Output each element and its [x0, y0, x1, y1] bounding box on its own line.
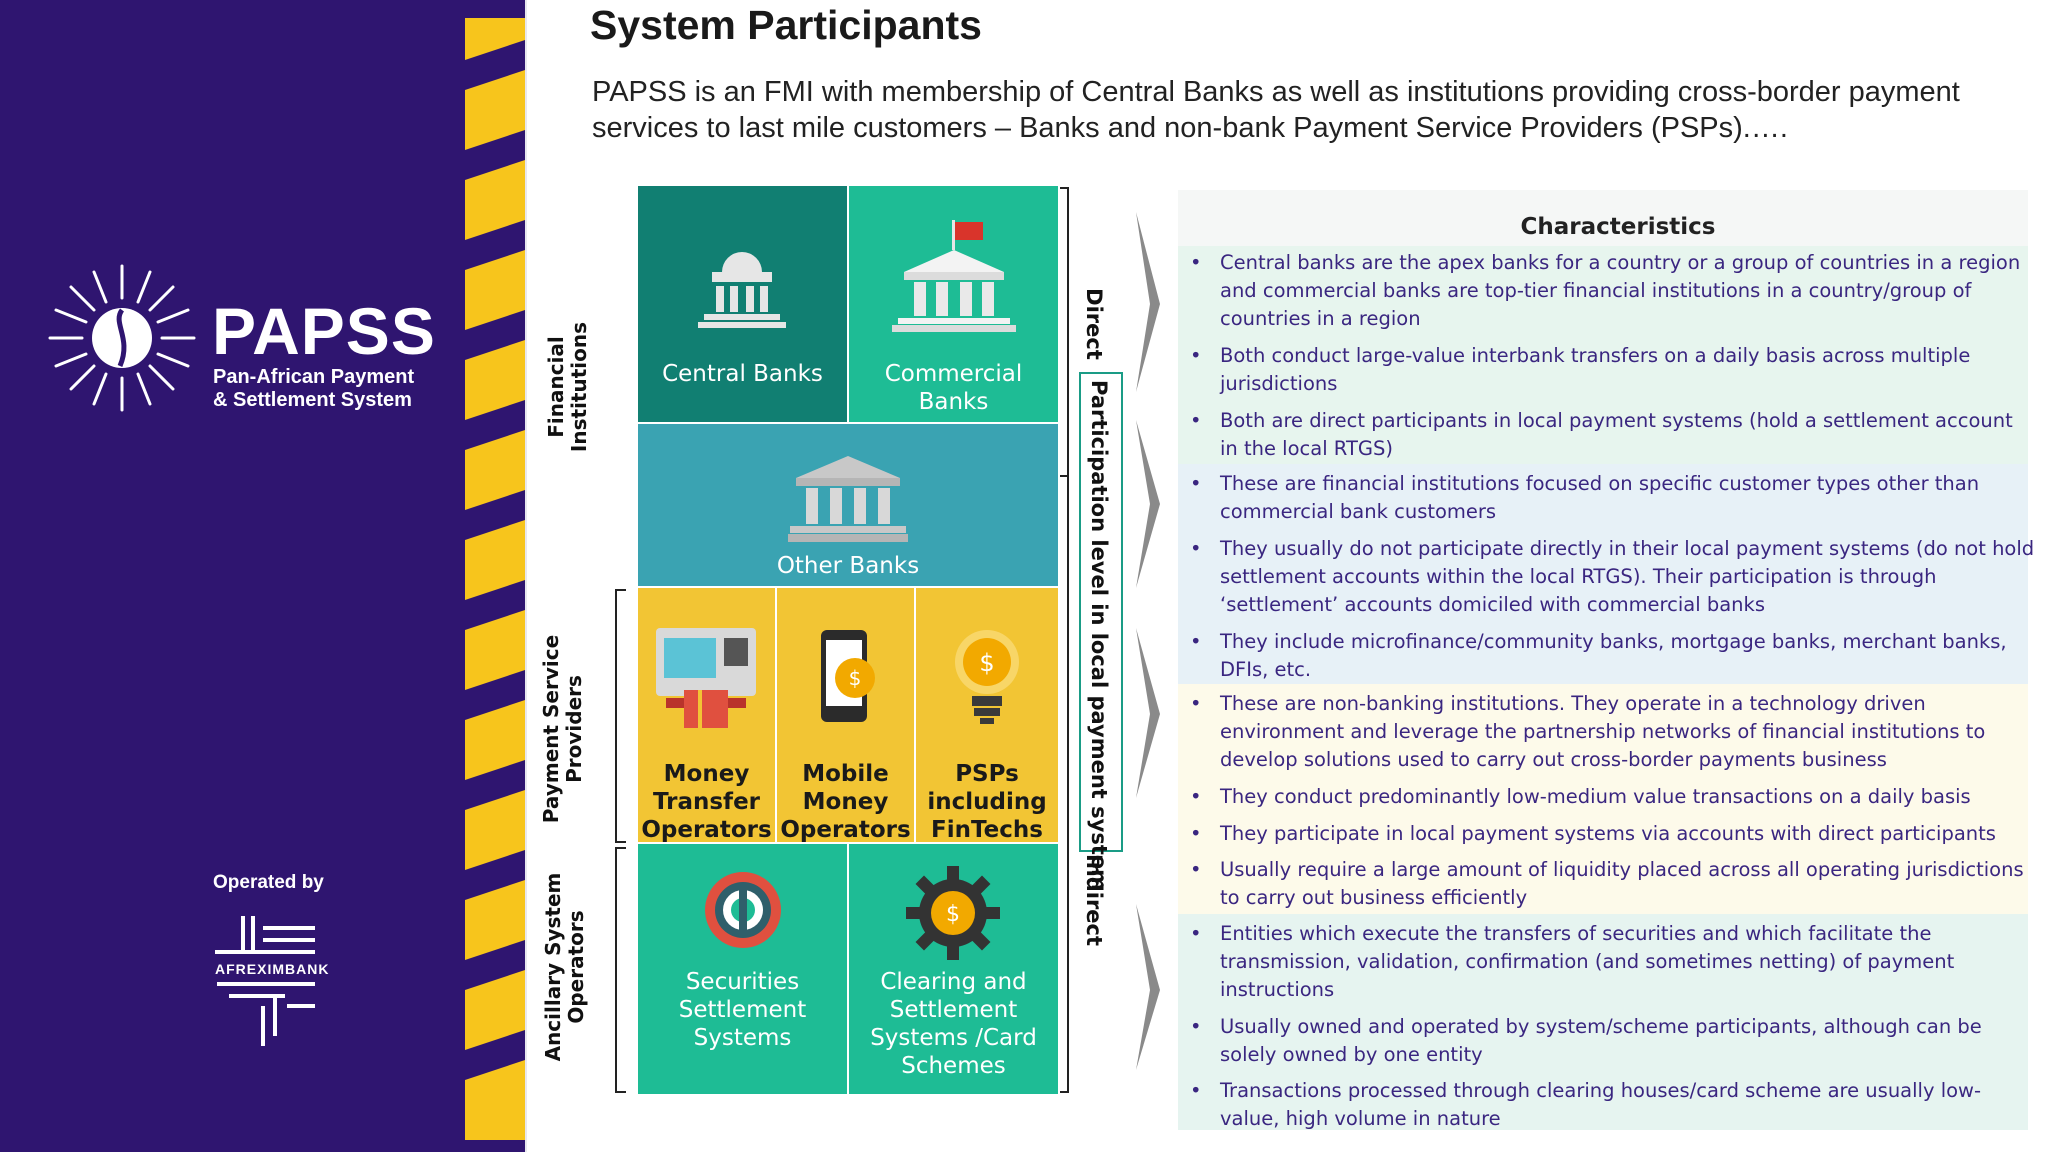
characteristic-bullet: •They participate in local payment syste… [1190, 822, 1996, 845]
arrow-chevrons [1136, 212, 1160, 1070]
mobile-money-operators-box: $ Mobile Money Operators [777, 588, 914, 843]
brand-subtitle-2: & Settlement System [213, 389, 412, 411]
other-banks-box: Other Banks [638, 424, 1058, 586]
page-title: System Participants [590, 2, 982, 48]
characteristics-title: Characteristics [1520, 214, 1716, 240]
characteristic-bullet: •Both conduct large-value interbank tran… [1190, 344, 1971, 395]
characteristic-bullet: •They usually do not participate directl… [1190, 537, 2035, 616]
characteristic-bullet: •Entities which execute the transfers of… [1190, 922, 1955, 1001]
participation-axis-box [1079, 372, 1123, 852]
brand-panel [0, 0, 525, 1152]
operator-name: AFREXIMBANK [213, 961, 332, 977]
fintech-bulb-icon: $ [955, 630, 1019, 724]
participation-indirect-label: Indirect [1082, 853, 1106, 947]
commercial-banks-box: Commercial Banks [849, 186, 1058, 422]
participation-direct-label: Direct [1082, 288, 1106, 360]
intro-text: PAPSS is an FMI with membership of Centr… [592, 76, 1960, 144]
group-label-ancillary-system-operators: Ancillary System Operators [541, 872, 588, 1062]
characteristic-bullet: •Central banks are the apex banks for a … [1190, 251, 2021, 330]
mobile-money-operators-label: Mobile Money Operators [780, 761, 911, 843]
other-bank-icon [788, 456, 908, 542]
brand-subtitle-1: Pan-African Payment [213, 366, 415, 388]
afreximbank-logo-icon [215, 916, 315, 1046]
decorative-stripes [465, 0, 525, 1152]
svg-text:$: $ [979, 649, 994, 677]
characteristics-band-2 [1178, 464, 2028, 684]
psps-fintechs-box: $ PSPs including FinTechs [916, 588, 1058, 843]
characteristic-bullet: •Both are direct participants in local p… [1190, 409, 2013, 460]
money-transfer-operators-box: Money Transfer Operators [638, 588, 775, 843]
securities-settlement-label: Securities Settlement Systems [678, 969, 807, 1051]
brand-name: PAPSS [212, 294, 436, 368]
characteristics-header-band [1178, 190, 2028, 246]
characteristic-bullet: •They include microfinance/community ban… [1190, 630, 2007, 681]
participation-brackets [1060, 187, 1069, 1093]
characteristic-bullet: •Usually require a large amount of liqui… [1190, 858, 2024, 909]
characteristic-bullet: •Transactions processed through clearing… [1190, 1079, 1982, 1130]
commercial-banks-label: Commercial Banks [884, 361, 1023, 415]
characteristic-bullet: •They conduct predominantly low-medium v… [1190, 785, 1971, 808]
characteristic-bullet: •Usually owned and operated by system/sc… [1190, 1015, 1982, 1066]
atm-icon [656, 628, 756, 728]
papss-logo-icon [48, 264, 196, 412]
commercial-bank-flag-icon [892, 220, 1016, 332]
panel-divider [525, 0, 527, 1152]
other-banks-label: Other Banks [776, 553, 920, 579]
group-label-payment-service-providers: Payment Service Providers [539, 634, 586, 824]
characteristic-bullet: •These are financial institutions focuse… [1190, 472, 1980, 523]
characteristics-band-1 [1178, 246, 2028, 464]
characteristics-band-3 [1178, 684, 2028, 914]
psps-fintechs-label: PSPs including FinTechs [927, 761, 1047, 843]
participation-axis-label: Participation level in local payment sys… [1087, 380, 1111, 891]
clearing-gear-icon: $ [906, 866, 1000, 960]
group-label-financial-institutions: Financial Institutions [544, 321, 591, 453]
participants-diagram: Central Banks Commercial Banks [638, 186, 1058, 1094]
group-brackets [615, 589, 626, 1093]
central-banks-label: Central Banks [662, 361, 823, 387]
mobile-money-icon: $ [821, 630, 875, 722]
money-transfer-operators-label: Money Transfer Operators [641, 761, 772, 843]
securities-dial-icon [705, 872, 781, 948]
securities-settlement-box: Securities Settlement Systems [638, 844, 847, 1094]
operated-by-label: Operated by [213, 872, 324, 893]
svg-text:$: $ [849, 666, 862, 690]
clearing-settlement-label: Clearing and Settlement Systems /Card Sc… [870, 969, 1037, 1079]
clearing-settlement-box: $ Clearing and Settlement Systems /Card … [849, 844, 1058, 1094]
central-bank-icon [698, 252, 786, 328]
characteristic-bullet: •These are non-banking institutions. The… [1190, 692, 1986, 771]
svg-text:$: $ [946, 902, 960, 927]
characteristics-band-4 [1178, 914, 2028, 1130]
central-banks-box: Central Banks [638, 186, 847, 422]
